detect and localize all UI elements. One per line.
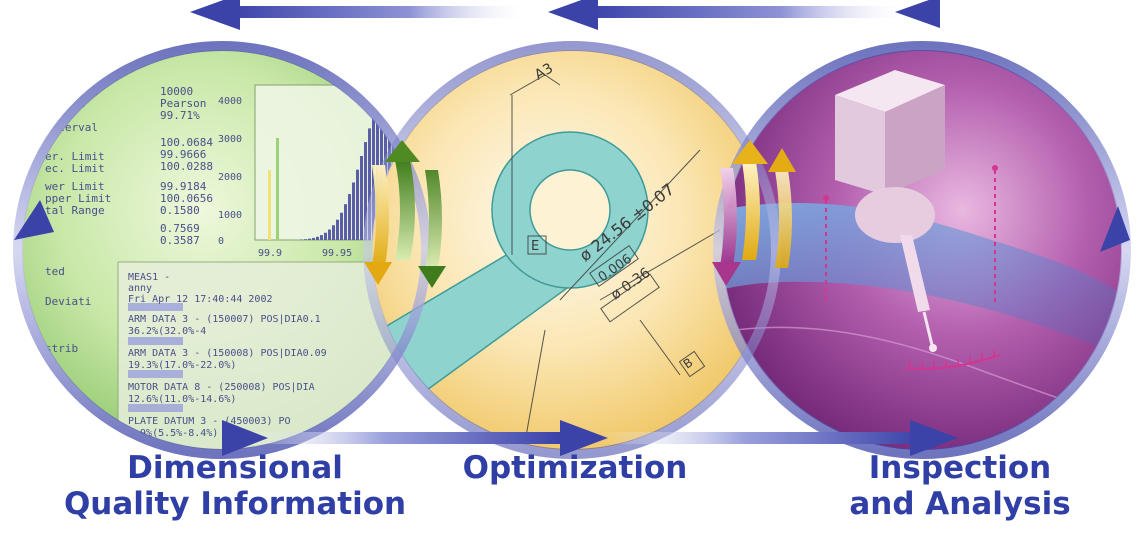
arrow-right-icon (560, 420, 608, 456)
screen-text: Pearson (160, 97, 206, 110)
side-arrows (14, 200, 1130, 252)
inspection-circle (722, 50, 1122, 450)
screen-text: 0.1580 (160, 204, 200, 217)
screen-text: 99.95 (322, 248, 352, 259)
screen-text: 100.0288 (160, 160, 213, 173)
screen-text: MOTOR DATA 8 - (250008) POS|DIA (128, 382, 315, 393)
screen-text: 1000 (218, 210, 242, 221)
arrow-up-icon (385, 140, 420, 162)
arrow-down-icon (712, 262, 741, 286)
arrow-down-icon (364, 262, 392, 285)
histogram-bar (320, 235, 323, 240)
screen-text: 6.9%(5.5%-8.4%) (128, 428, 218, 439)
histogram-bar (304, 239, 307, 240)
histogram-bar (348, 194, 351, 240)
caption-line: Inspection (868, 450, 1052, 486)
arrow-up-icon (732, 140, 768, 164)
histogram-bar (316, 236, 319, 240)
screen-text: E (531, 239, 539, 254)
screen-text: ARM DATA 3 - (150007) POS|DIA0.1 (128, 314, 321, 325)
screen-text: ec. Limit (45, 162, 105, 175)
screen-text: 100.0684 (160, 136, 213, 149)
cmm-probe-scene (722, 70, 1122, 421)
overlap-arrows-left (364, 140, 446, 288)
caption-line: and Analysis (849, 486, 1071, 522)
screen-text: anny (128, 283, 152, 294)
caption-dimensional-quality-information: Dimensional Quality Information (20, 450, 450, 522)
screen-text: 2000 (218, 172, 242, 183)
histogram-bar (356, 169, 359, 240)
histogram-bar (332, 225, 335, 240)
screen-text: 12.6%(11.0%-14.6%) (128, 394, 236, 405)
histogram-bar (340, 212, 343, 240)
arrow-up-right-icon (1100, 206, 1130, 252)
screen-text: 0 (218, 236, 224, 247)
histogram-bar (364, 142, 367, 240)
arrow-right-icon (910, 420, 958, 456)
arrow-down-icon (418, 266, 446, 288)
histogram-bar (372, 115, 375, 240)
screen-text: 3000 (218, 134, 242, 145)
histogram-bar (328, 229, 331, 240)
bottom-forward-arrows (222, 420, 958, 456)
screen-text: tal Range (45, 204, 105, 217)
screen-text: ge (45, 109, 58, 122)
caption-optimization: Optimization (375, 450, 775, 486)
caption-inspection-and-analysis: Inspection and Analysis (760, 450, 1144, 522)
caption-line: Optimization (462, 450, 688, 486)
screen-text: 0.3587 (160, 234, 200, 247)
screen-text: 99.71% (160, 109, 200, 122)
overlap-arrows-right (712, 140, 796, 286)
screen-text: 99.9666 (160, 148, 206, 161)
screen-text: 100.0656 (160, 192, 213, 205)
screen-text: 0.7569 (160, 222, 200, 235)
arrow-left-icon (895, 0, 940, 28)
histogram-bar (344, 204, 347, 240)
histogram-bar (360, 156, 363, 240)
screen-text: strib (45, 342, 78, 355)
screen-text: PLATE DATUM 3 - (450003) PO (128, 416, 291, 427)
screen-text: x 2002 (45, 60, 85, 73)
screen-text: Deviati (45, 295, 91, 308)
screen-text: ARM DATA 3 - (150008) POS|DIA0.09 (128, 348, 327, 359)
histogram-bar (352, 182, 355, 240)
top-return-arrows (190, 0, 940, 30)
screen-text: wer Limit (45, 180, 105, 193)
caption-line: Quality Information (63, 486, 407, 522)
histogram-bar (312, 237, 315, 240)
arrow-down-left-icon (14, 200, 54, 240)
screen-text: 4000 (218, 96, 242, 107)
screen-text: 10000 (160, 85, 193, 98)
screen-text: 99.9 (258, 248, 282, 259)
histogram-bar (308, 238, 311, 240)
arrow-left-icon (548, 0, 598, 30)
caption-line: Dimensional (127, 450, 343, 486)
histogram-bar (368, 128, 371, 240)
screen-text: 19.3%(17.0%-22.0%) (128, 360, 236, 371)
histogram-bar (324, 232, 327, 240)
screen-text: MEAS1 - (128, 272, 170, 283)
screen-text: 36.2%(32.0%-4 (128, 326, 206, 337)
screen-text: ted (45, 265, 65, 278)
screen-text: 99.9184 (160, 180, 207, 193)
screen-text: pper Limit (45, 192, 111, 205)
screen-text: Fri Apr 12 17:40:44 2002 (128, 294, 273, 305)
arrow-left-icon (190, 0, 240, 30)
histogram-bar (336, 219, 339, 240)
screen-text: er. Limit (45, 150, 105, 163)
arrow-right-icon (222, 420, 268, 456)
arrow-up-icon (768, 148, 796, 172)
